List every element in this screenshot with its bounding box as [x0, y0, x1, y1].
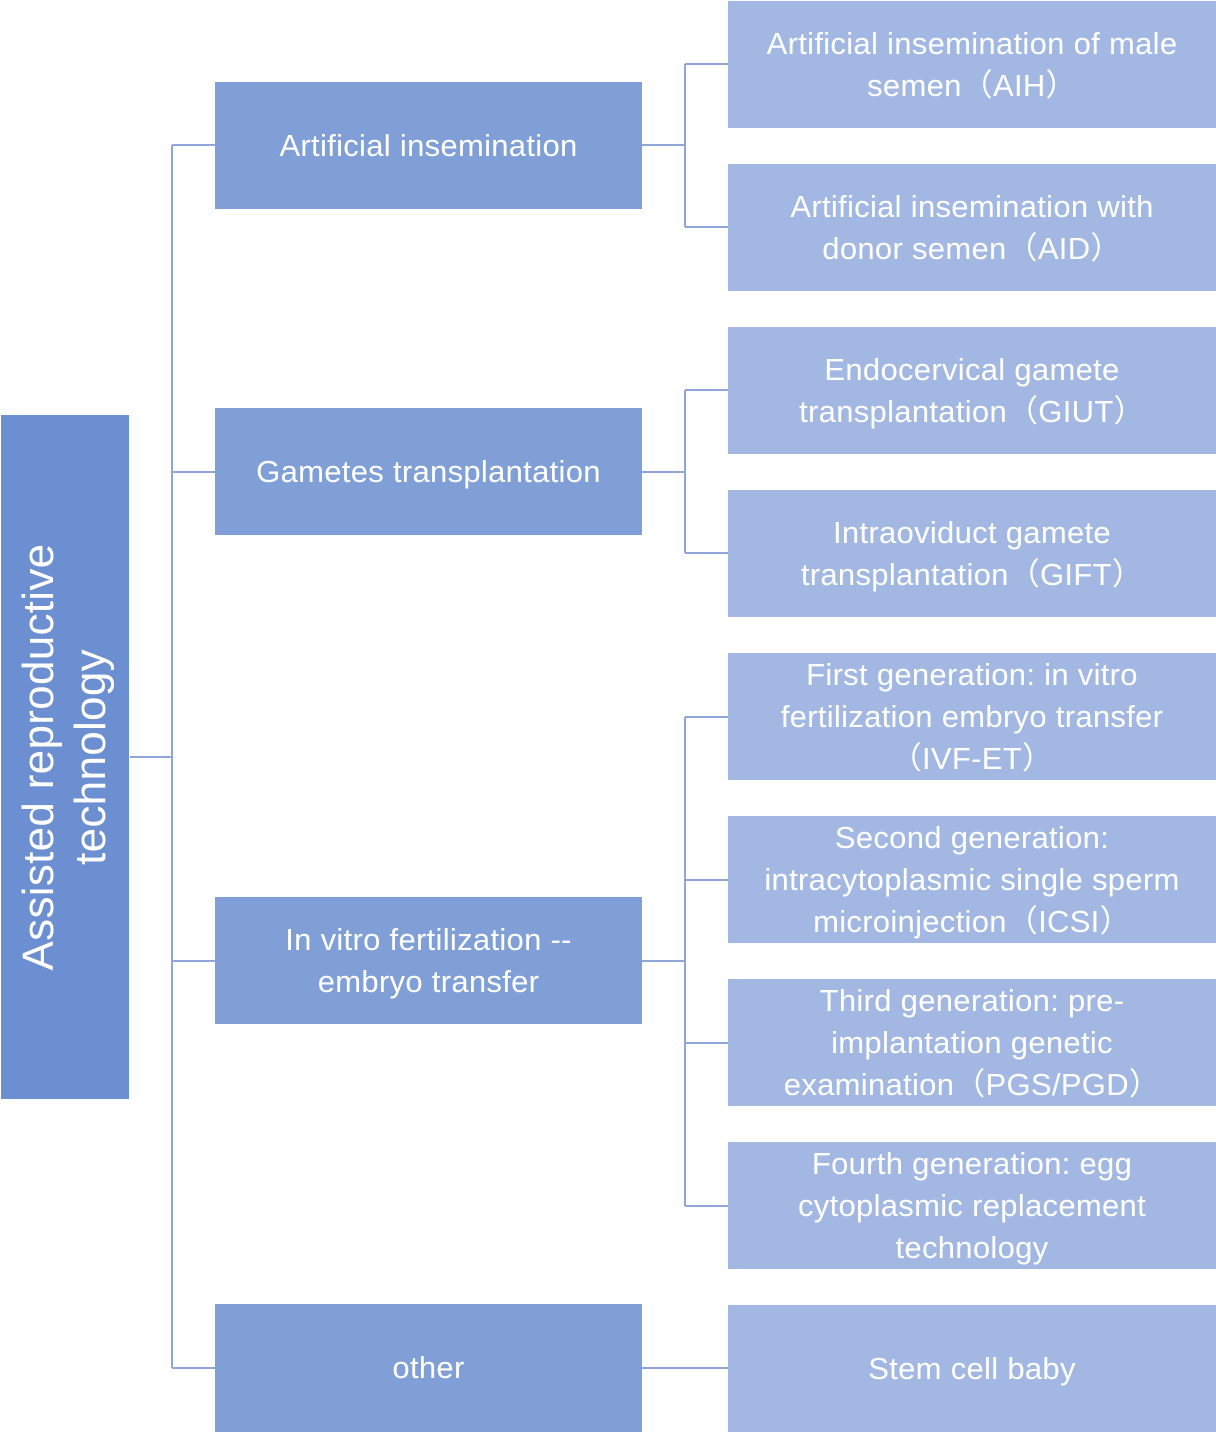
- category-artificial-insemination: Artificial insemination: [215, 82, 642, 209]
- leaf-pgs-pgd: Third generation: pre- implantation gene…: [728, 979, 1216, 1106]
- leaf-aih: Artificial insemination of male semen（AI…: [728, 1, 1216, 128]
- leaf-giut: Endocervical gamete transplantation（GIUT…: [728, 327, 1216, 454]
- leaf-gift: Intraoviduct gamete transplantation（GIFT…: [728, 490, 1216, 617]
- leaf-aid: Artificial insemination with donor semen…: [728, 164, 1216, 291]
- root-label: Assisted reproductive technology: [14, 543, 115, 971]
- leaf-cytoplasmic-replacement: Fourth generation: egg cytoplasmic repla…: [728, 1142, 1216, 1269]
- category-in-vitro-fertilization: In vitro fertilization -- embryo transfe…: [215, 897, 642, 1024]
- leaf-ivf-et: First generation: in vitro fertilization…: [728, 653, 1216, 780]
- category-gametes-transplantation: Gametes transplantation: [215, 408, 642, 535]
- leaf-icsi: Second generation: intracytoplasmic sing…: [728, 816, 1216, 943]
- leaf-stem-cell-baby: Stem cell baby: [728, 1305, 1216, 1432]
- root-node: Assisted reproductive technology: [1, 415, 129, 1099]
- category-other: other: [215, 1304, 642, 1432]
